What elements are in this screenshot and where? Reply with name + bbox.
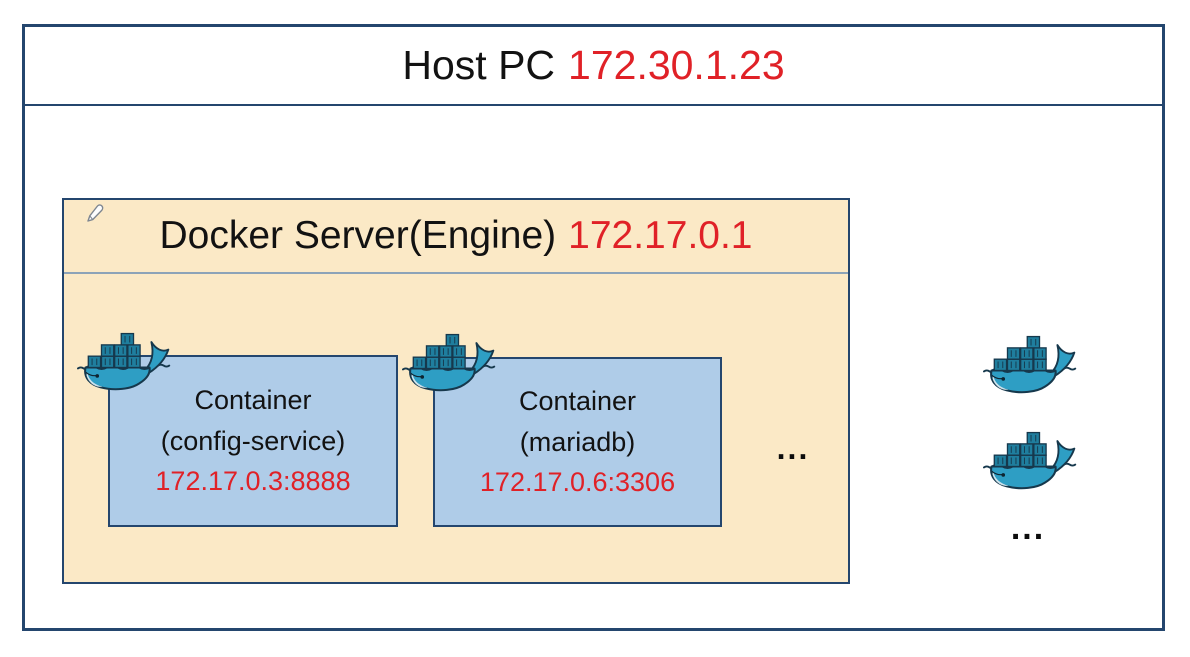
host-pc-label: Host PC xyxy=(402,42,556,88)
host-pc-ip: 172.30.1.23 xyxy=(568,42,785,88)
more-whales-ellipsis: ... xyxy=(1010,509,1046,547)
docker-server-label: Docker Server(Engine) xyxy=(159,214,557,257)
docker-server-ip: 172.17.0.1 xyxy=(568,214,753,257)
container-address: 172.17.0.3:8888 xyxy=(155,466,351,497)
more-containers-ellipsis: ... xyxy=(776,430,810,466)
docker-whale-icon xyxy=(983,330,1080,394)
container-kind: Container xyxy=(518,386,637,417)
container-kind: Container xyxy=(194,385,312,416)
container-config-service: Container (config-service) 172.17.0.3:88… xyxy=(108,355,398,527)
pencil-icon xyxy=(87,204,104,222)
docker-whale-icon xyxy=(983,426,1080,490)
container-name: (config-service) xyxy=(160,425,346,456)
docker-whale-icon xyxy=(402,328,499,392)
container-mariadb: Container (mariadb) 172.17.0.6:3306 xyxy=(433,357,722,527)
docker-whale-icon xyxy=(77,327,174,391)
host-pc-title: Host PC 172.30.1.23 xyxy=(25,27,1162,106)
container-name: (mariadb) xyxy=(519,426,636,457)
container-address: 172.17.0.6:3306 xyxy=(479,467,676,498)
docker-server-title: Docker Server(Engine) 172.17.0.1 xyxy=(64,200,848,274)
